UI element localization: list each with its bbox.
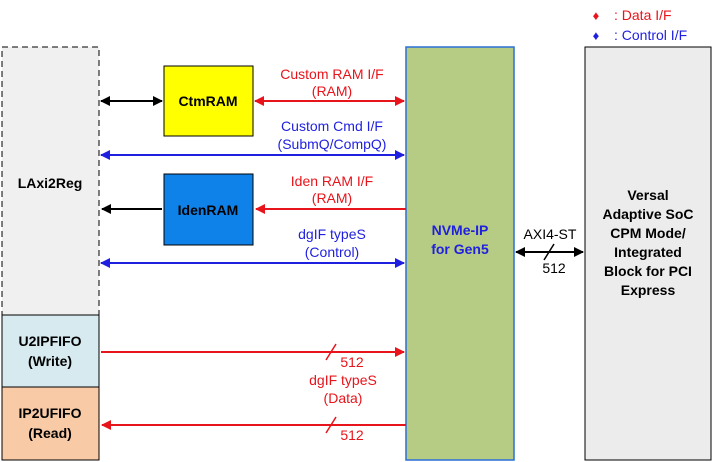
axi-bus-width: 512 [542, 260, 566, 276]
nvme-ip-label-2: for Gen5 [431, 241, 489, 257]
laxi2reg-label: LAxi2Reg [18, 175, 83, 191]
custom-ram-if-label-2: (RAM) [312, 83, 352, 99]
legend-data-icon: ♦ [593, 8, 600, 23]
legend-control-label: : Control I/F [614, 27, 687, 43]
u2ipfifo-label-2: (Write) [28, 353, 72, 369]
nvme-ip-block [405, 46, 515, 461]
ctmram-block [163, 65, 254, 137]
versal-label-line: CPM Mode/ [610, 225, 686, 241]
ip2ufifo-label-1: IP2UFIFO [18, 405, 81, 421]
dgif-data-label-2: (Data) [324, 390, 363, 406]
dgif-control-label-1: dgIF typeS [298, 226, 366, 242]
versal-label-line: Integrated [614, 244, 682, 260]
ip2ufifo-block [1, 386, 100, 461]
versal-label-line: Express [621, 282, 676, 298]
idenram-block [163, 173, 254, 246]
iden-ram-if-label-1: Iden RAM I/F [291, 173, 373, 189]
custom-cmd-if-label-1: Custom Cmd I/F [281, 118, 383, 134]
ctmram-label: CtmRAM [178, 93, 237, 109]
versal-label-line: Adaptive SoC [602, 206, 693, 222]
dgif-control-label-2: (Control) [305, 244, 359, 260]
versal-block [584, 46, 712, 461]
axi-bus-slash [543, 243, 555, 261]
custom-ram-if-label-1: Custom RAM I/F [280, 66, 383, 82]
laxi2reg-block [1, 46, 100, 316]
legend-data-label: : Data I/F [614, 7, 672, 23]
versal-label: Versal Adaptive SoC CPM Mode/ Integrated… [602, 187, 693, 298]
idenram-label: IdenRAM [178, 202, 239, 218]
axi4-st-label: AXI4-ST [524, 226, 577, 242]
ip2ufifo-label-2: (Read) [28, 425, 72, 441]
write-bus-width: 512 [340, 354, 364, 370]
legend-control-icon: ♦ [593, 28, 600, 43]
versal-label-line: Versal [627, 187, 668, 203]
nvme-ip-label-1: NVMe-IP [432, 222, 489, 238]
read-bus-slash [325, 416, 337, 434]
write-bus-slash [325, 343, 337, 361]
u2ipfifo-label-1: U2IPFIFO [18, 333, 81, 349]
dgif-data-label-1: dgIF typeS [309, 372, 377, 388]
read-bus-width: 512 [340, 427, 364, 443]
iden-ram-if-label-2: (RAM) [312, 190, 352, 206]
custom-cmd-if-label-2: (SubmQ/CompQ) [278, 136, 387, 152]
u2ipfifo-block [1, 314, 100, 388]
versal-label-line: Block for PCI [604, 263, 692, 279]
